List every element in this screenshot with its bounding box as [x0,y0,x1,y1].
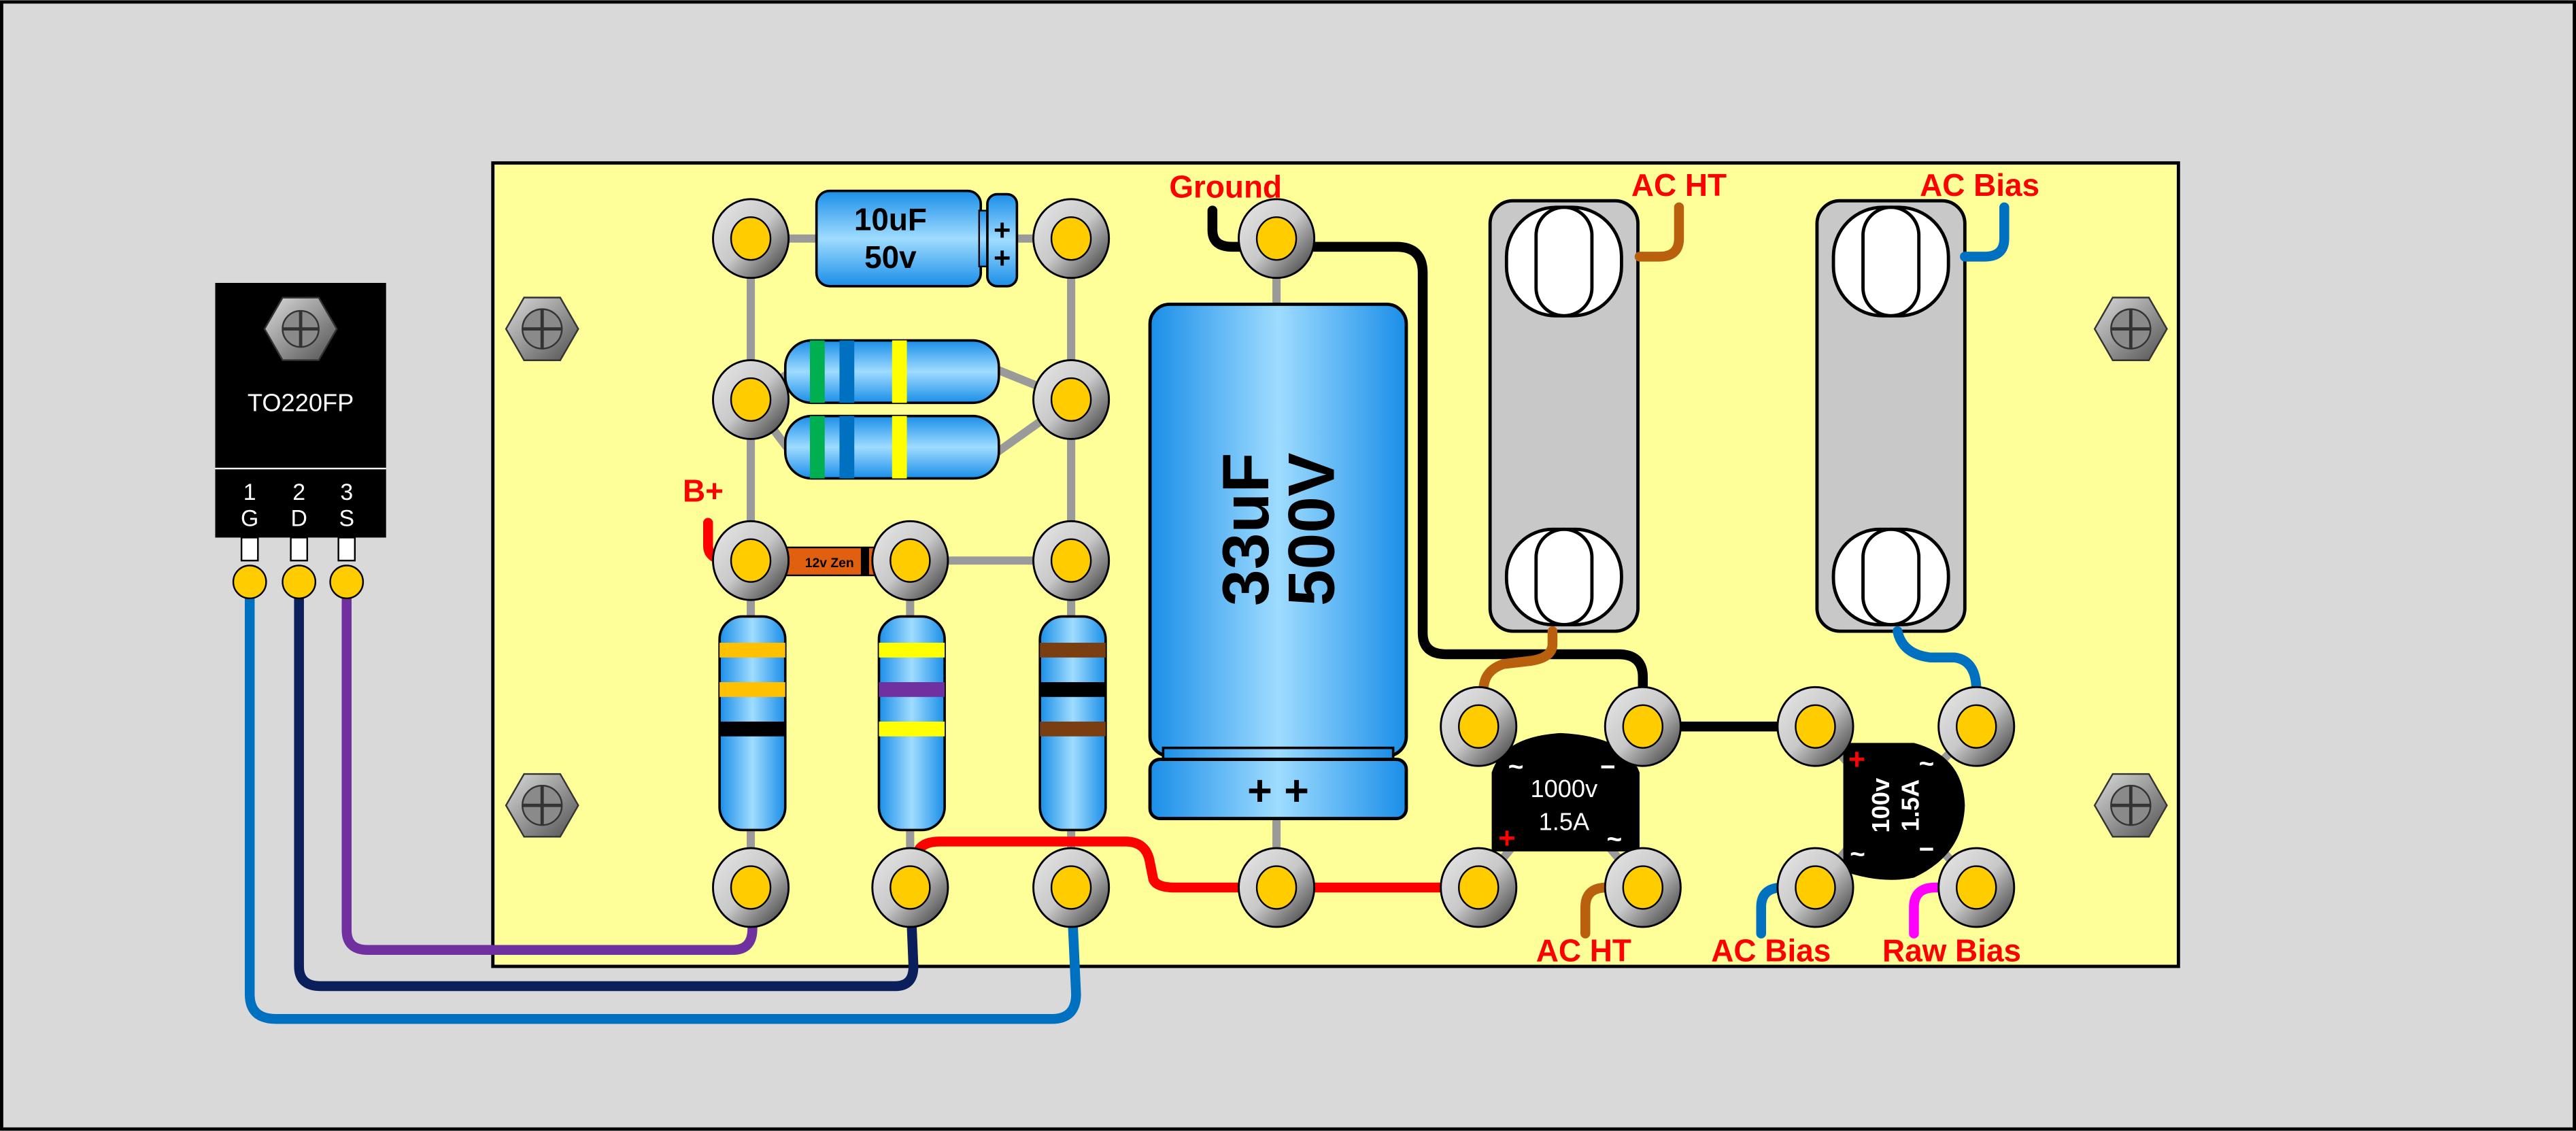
transistor-pin-pad [329,564,365,600]
terminal-post [1032,847,1111,928]
label-ac-bias-bottom: AC Bias [1711,933,1831,968]
label-ac-ht-top: AC HT [1631,167,1727,203]
terminal-post [1937,847,2016,928]
label-raw-bias: Raw Bias [1882,933,2021,968]
transistor-package-label: TO220FP [248,388,354,416]
fuse-holder-ht [1488,199,1640,633]
capacitor-10uf-value: 10uF [854,202,927,237]
terminal-post [1440,847,1518,928]
capacitor-10uf-plus-1: + [994,214,1011,247]
label-b-plus: B+ [683,473,724,508]
wire-ac-ht-internal [1476,626,1558,732]
terminal-post [712,198,790,280]
terminal-post [1238,847,1316,928]
terminal-post [1776,686,1854,767]
wire-ground [1207,205,1648,732]
terminal-post [1604,686,1682,767]
bridge-ht-voltage: 1000v [1531,775,1598,803]
mounting-nut-icon [505,773,579,838]
terminal-post [1238,198,1316,280]
terminal-post [1032,198,1111,280]
fuse-holder-bias [1815,199,1967,633]
terminal-post [1440,686,1518,767]
zener-label: 12v Zen [805,556,854,571]
bridge-bias-ac-2: ~ [1850,840,1865,869]
resistor-vertical-1 [718,615,787,832]
zener-diode: 12v Zen [781,546,877,577]
terminal-post [1604,847,1682,928]
wire-gate [244,577,1081,1024]
label-ac-bias-top: AC Bias [1920,167,2039,203]
transistor-pin-pad [232,564,267,600]
label-ac-ht-bottom: AC HT [1536,933,1631,968]
terminal-post [871,520,949,601]
wire-ac-bias-internal [1893,626,1982,732]
pin-name-source: S [339,506,354,532]
mounting-nut-icon [2093,297,2168,361]
bridge-rectifier-bias: 100v 1.5A + ~ ~ − [1843,743,1965,880]
resistor-vertical-2 [877,615,946,832]
bridge-bias-minus: − [1919,835,1935,864]
bridge-ht-current: 1.5A [1539,807,1590,835]
pin-number-2: 2 [292,479,305,505]
mounting-nut-icon [505,297,579,361]
bridge-bias-plus: + [1848,743,1865,776]
wire-raw-bias [1909,882,1982,939]
terminal-post [712,847,790,928]
pin-name-gate: G [241,506,258,532]
wire-source [341,577,758,956]
capacitor-10uf-voltage: 50v [864,239,917,275]
resistor-vertical-3 [1038,615,1107,832]
terminal-post [712,520,790,601]
bridge-bias-current: 1.5A [1897,779,1925,832]
terminal-post [712,359,790,440]
transistor-pin-pad [282,564,317,600]
bridge-rectifier-ht: 1000v 1.5A ~ − + ~ [1491,732,1640,855]
capacitor-33uf: 33uF 500V + + [1148,302,1408,820]
capacitor-10uf: 10uF 50v + + [815,189,1019,288]
bridge-ht-minus: − [1600,753,1616,782]
capacitor-10uf-plus-2: + [994,242,1011,275]
bridge-ht-plus: + [1498,822,1515,855]
wire-red-supply [905,837,1484,893]
resistor-horizontal-2 [783,414,1000,480]
transistor-to220fp: TO220FP 1 2 3 G D S [215,282,386,562]
capacitor-33uf-value: 33uF [1210,453,1283,607]
terminal-post [1032,520,1111,601]
wire-drain [294,577,919,992]
pin-number-3: 3 [340,479,353,505]
capacitor-33uf-voltage: 500V [1276,453,1349,607]
terminal-post [1776,847,1854,928]
bridge-bias-ac-1: ~ [1919,749,1935,779]
bridge-bias-voltage: 100v [1867,778,1895,833]
terminal-post [1937,686,2016,767]
terminal-post [871,847,949,928]
label-ground: Ground [1169,169,1282,204]
mounting-nut-icon [2093,773,2168,838]
bridge-ht-ac-1: ~ [1508,753,1524,782]
bridge-ht-ac-2: ~ [1607,825,1623,854]
wire-ac-bias-top [1960,202,2010,262]
wire-ac-ht-top [1634,202,1684,262]
capacitor-33uf-polarity: + + [1247,767,1309,815]
pin-name-drain: D [290,506,307,532]
terminal-post [1032,359,1111,440]
resistor-horizontal-1 [783,339,1000,405]
pin-number-1: 1 [243,479,256,505]
